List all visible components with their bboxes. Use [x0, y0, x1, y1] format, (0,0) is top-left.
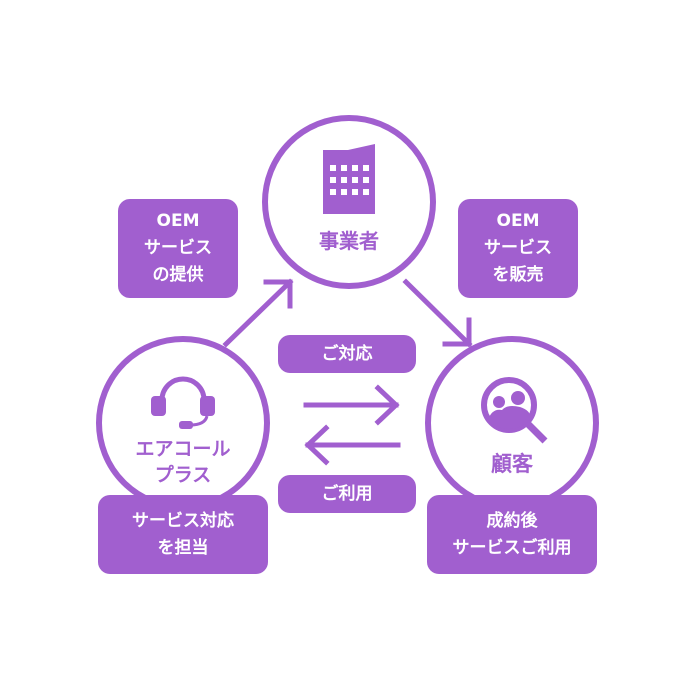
box-line: を担当 — [157, 537, 209, 558]
box-line: サービス — [144, 238, 212, 258]
service-handling-box: サービス対応 を担当 — [98, 495, 268, 574]
box-line: サービスご利用 — [452, 537, 572, 558]
customer-search-icon — [481, 377, 548, 444]
arrow-down-right — [402, 278, 473, 348]
headset-icon — [151, 376, 215, 429]
oem-sell-box: OEM サービス を販売 — [458, 199, 578, 298]
building-icon — [323, 144, 375, 214]
box-line: を販売 — [492, 265, 544, 285]
support-box: ご対応 — [278, 335, 416, 373]
customer-label: 顧客 — [491, 452, 533, 476]
use-box: ご利用 — [278, 475, 416, 513]
business-label: 事業者 — [319, 229, 379, 253]
aircall-label-line1: エアコール — [135, 438, 231, 460]
business-circle — [262, 115, 436, 289]
aircall-label: エアコール プラス — [113, 436, 253, 488]
arrow-right — [303, 384, 400, 426]
arrow-up-right — [222, 278, 294, 348]
box-line: OEM — [156, 211, 200, 231]
arrow-left — [304, 424, 401, 466]
box-line: OEM — [496, 211, 540, 231]
oem-provide-box: OEM サービス の提供 — [118, 199, 238, 298]
after-contract-box: 成約後 サービスご利用 — [427, 495, 597, 574]
box-line: の提供 — [152, 265, 204, 285]
aircall-label-line2: プラス — [154, 464, 212, 486]
box-line: 成約後 — [486, 510, 538, 531]
box-line: サービス対応 — [132, 510, 234, 531]
box-line: サービス — [484, 238, 552, 258]
